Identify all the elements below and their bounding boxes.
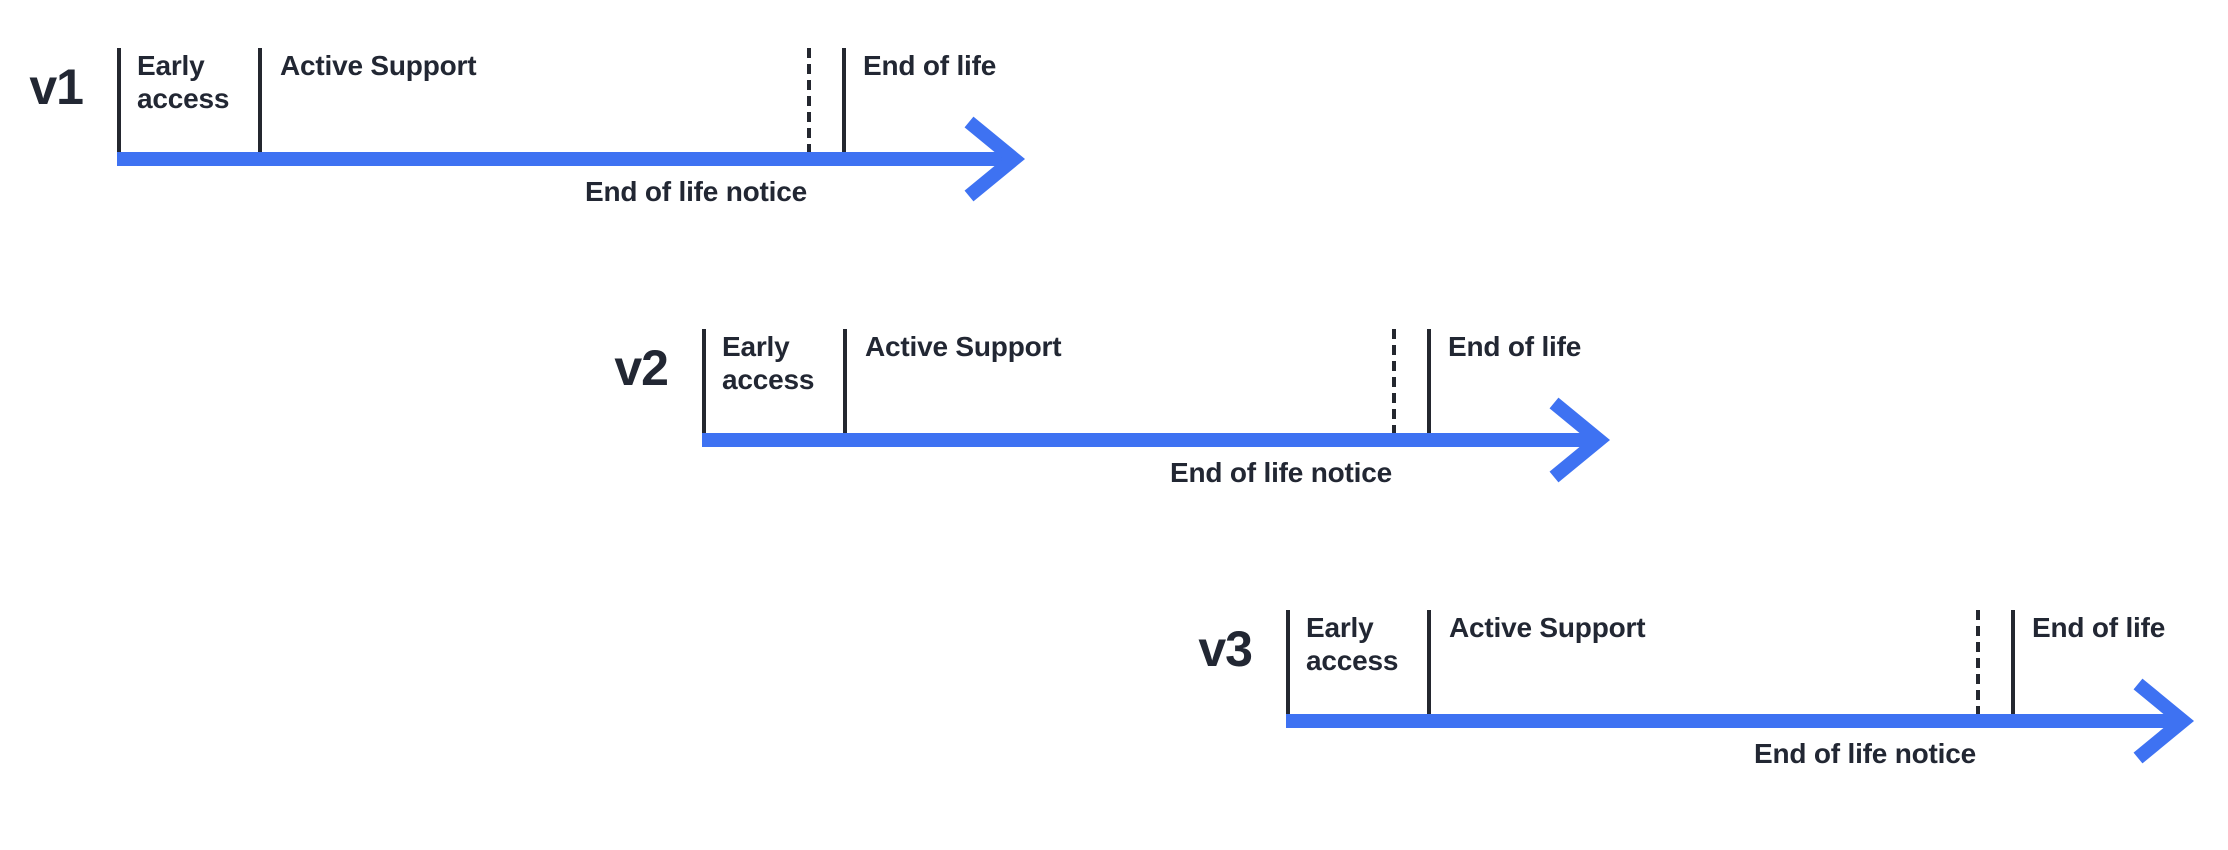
active-support-label: Active Support [865,331,1062,362]
end-of-life-notice-dashed-line [807,48,811,152]
timeline-arrow-icon [702,397,1611,483]
timeline-row-v2: v2 Early access Active Support End of li… [614,329,1662,569]
early-access-tick [117,48,121,152]
timeline-row-v3: v3 Early access Active Support End of li… [1198,610,2228,850]
active-support-tick [1427,610,1431,714]
early-access-tick [1286,610,1290,714]
active-support-tick [258,48,262,152]
timeline-row-v1: v1 Early access Active Support End of li… [29,48,1077,288]
end-of-life-label: End of life [2032,612,2166,643]
version-label-v2: v2 [614,340,669,396]
end-of-life-tick [2011,610,2015,714]
active-support-tick [843,329,847,433]
version-label-v1: v1 [29,59,84,115]
end-of-life-notice-label: End of life notice [1754,738,1976,769]
end-of-life-notice-label: End of life notice [1170,457,1392,488]
timeline-arrow-icon [117,116,1026,202]
end-of-life-notice-dashed-line [1392,329,1396,433]
lifecycle-diagram: v1 Early access Active Support End of li… [29,48,2195,769]
early-access-label: Early access [1306,612,1399,676]
active-support-label: Active Support [1449,612,1646,643]
end-of-life-label: End of life [863,50,997,81]
end-of-life-tick [842,48,846,152]
end-of-life-notice-label: End of life notice [585,176,807,207]
active-support-label: Active Support [280,50,477,81]
early-access-label: Early access [137,50,230,114]
early-access-tick [702,329,706,433]
early-access-label: Early access [722,331,815,395]
version-label-v3: v3 [1198,621,1253,677]
end-of-life-notice-dashed-line [1976,610,1980,714]
timeline-arrow-icon [1286,678,2195,764]
end-of-life-label: End of life [1448,331,1582,362]
end-of-life-tick [1427,329,1431,433]
